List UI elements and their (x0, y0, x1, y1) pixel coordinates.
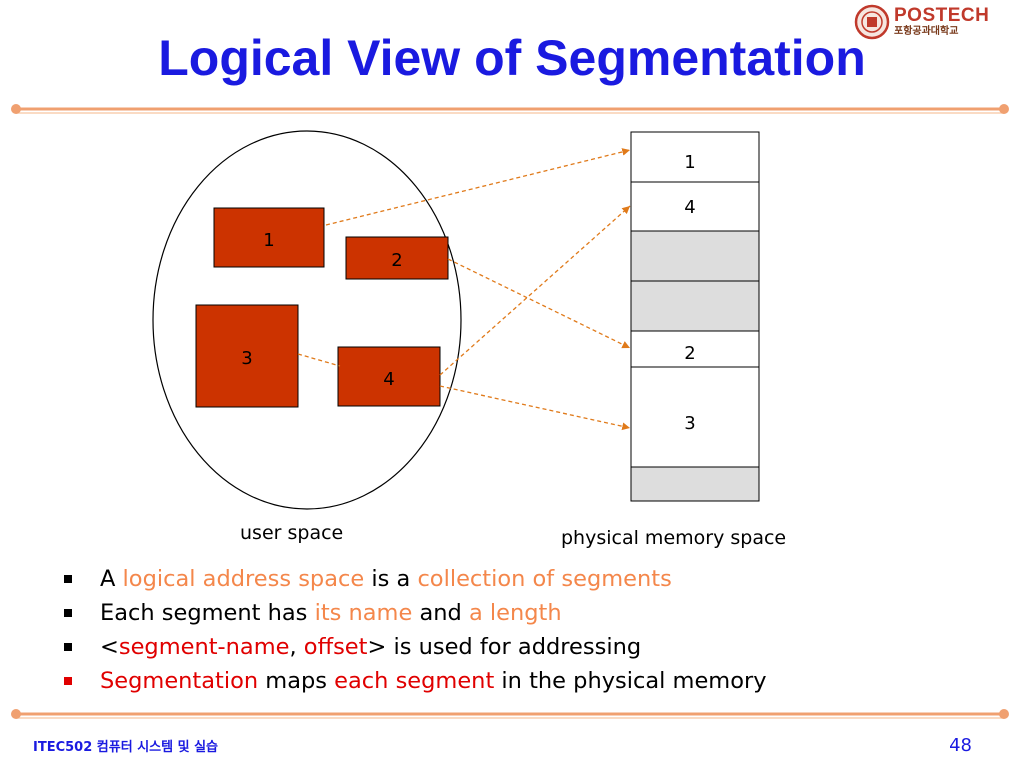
user-segment-2: 2 (345, 236, 449, 280)
bullet-item: A logical address space is a collection … (62, 562, 767, 596)
arrow-seg-4 (439, 205, 631, 376)
user-segment-1: 1 (213, 207, 325, 268)
bullet-item: <segment-name, offset> is used for addre… (62, 630, 767, 664)
logo-subtext: 포항공과대학교 (894, 26, 959, 37)
bullet-item: Segmentation maps each segment in the ph… (62, 664, 767, 698)
page-number: 48 (949, 735, 972, 756)
arrow-seg-1 (325, 148, 631, 226)
user-segment-label-1: 1 (263, 230, 274, 251)
bullet-item: Each segment has its name and a length (62, 596, 767, 630)
physical-block-3 (630, 366, 760, 468)
user-space-ellipse (152, 130, 462, 510)
square-bullet-icon (64, 643, 72, 651)
top-divider (11, 104, 1009, 114)
footer-course: ITEC502 컴퓨터 시스템 및 실습 (33, 740, 219, 755)
bullet-list: A logical address space is a collection … (62, 562, 767, 698)
user-space-caption: user space (240, 522, 344, 544)
user-segment-label-2: 2 (391, 250, 402, 271)
segmentation-diagram: 1 2 3 4 1 4 2 3 (152, 130, 760, 510)
free-block-c (630, 466, 760, 502)
arrow-seg-3 (439, 385, 631, 431)
postech-logo: POSTECH 포항공과대학교 (852, 4, 992, 40)
arrow-seg-2 (447, 258, 631, 349)
physical-block-4 (630, 181, 760, 232)
free-block-a (630, 230, 760, 282)
user-segment-label-4: 4 (383, 369, 394, 390)
square-bullet-icon (64, 575, 72, 583)
logo-text: POSTECH (894, 5, 990, 26)
square-bullet-icon (64, 609, 72, 617)
physical-block-label-3: 3 (684, 413, 695, 434)
slide-title: Logical View of Segmentation (158, 30, 866, 86)
mapping-arrows (297, 148, 631, 431)
physical-memory-column: 1 4 2 3 (630, 131, 760, 502)
physical-block-label-1: 1 (684, 152, 695, 173)
user-segment-label-3: 3 (241, 348, 252, 369)
physical-block-label-4: 4 (684, 197, 695, 218)
physical-memory-caption: physical memory space (561, 527, 787, 549)
free-block-b (630, 280, 760, 332)
user-segment-3: 3 (195, 304, 299, 408)
bottom-divider (11, 709, 1009, 719)
physical-block-2 (630, 330, 760, 368)
arrow-seg-3-link (297, 353, 341, 367)
university-seal-icon (854, 4, 890, 40)
user-segment-4: 4 (337, 346, 441, 407)
physical-block-label-2: 2 (684, 343, 695, 364)
square-bullet-icon (64, 677, 72, 685)
